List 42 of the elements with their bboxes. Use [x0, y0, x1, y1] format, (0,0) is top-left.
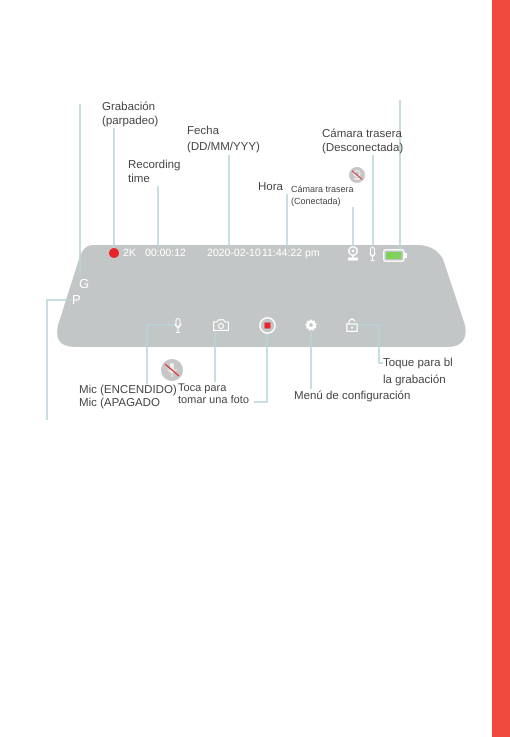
callout-label: Cámara trasera (Desconectada): [322, 128, 414, 155]
microphone-icon: [174, 318, 182, 333]
leader-line: [228, 155, 230, 247]
side-bar: [492, 0, 510, 737]
settings-icon: [305, 319, 317, 331]
recording-dot: [109, 248, 119, 258]
leader-line: [372, 155, 374, 247]
leader-line: [286, 194, 288, 247]
leader-line: [214, 331, 216, 382]
callout-label: Mic (ENCENDIDO): [79, 384, 178, 397]
callout-label: Fecha (DD/MM/YYY): [187, 123, 269, 155]
screen-readout: P: [72, 293, 81, 307]
screen-readout: 2020-02-10: [207, 247, 259, 259]
webcam-icon: [347, 246, 359, 261]
screen-panel: [55, 245, 467, 347]
leader-line: [399, 100, 401, 249]
record-icon: [259, 317, 276, 334]
screen-readout: 11:44:22 pm: [262, 247, 318, 259]
leader-line: [352, 207, 354, 246]
callout-label: Toque para bl la grabación: [383, 355, 461, 389]
leader-line: [254, 334, 268, 403]
leader-line: [310, 331, 312, 389]
leader-line: [79, 104, 81, 277]
callout-label: Toca para tomar una foto: [178, 382, 254, 406]
screen-readout: 00:00:12: [145, 247, 189, 259]
callout-label: Menú de configuración: [294, 389, 424, 403]
callout-label: Hora: [258, 180, 288, 194]
battery-icon: [383, 249, 407, 262]
callout-label: Cámara trasera (Conectada): [291, 183, 363, 207]
leader-line: [146, 324, 174, 384]
leader-line: [46, 299, 72, 420]
screen-readout: G: [79, 277, 88, 291]
leader-line: [358, 324, 383, 364]
callout-label: Mic (APAGADO: [79, 397, 161, 410]
lock-icon: [346, 318, 358, 332]
leader-line: [157, 186, 159, 247]
screen-readout: 2K: [123, 247, 143, 259]
callout-label: Recording time: [128, 158, 188, 186]
microphone-icon: [369, 247, 376, 261]
camera-icon: [213, 319, 229, 331]
callout-label: Grabación (parpadeo): [102, 100, 182, 128]
leader-line: [113, 128, 115, 248]
